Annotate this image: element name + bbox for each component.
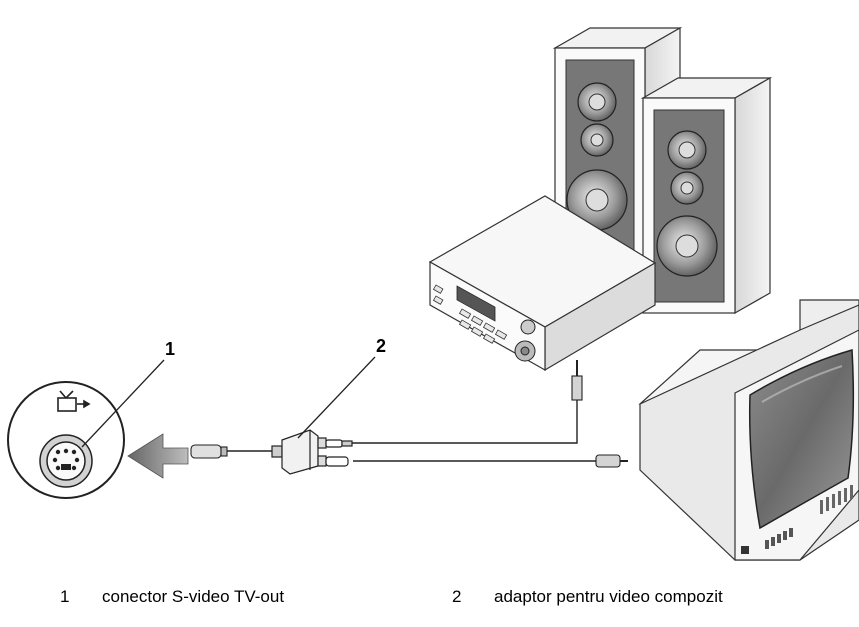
callout-2: 2	[297, 336, 386, 439]
callout-number: 1	[165, 339, 175, 359]
television-icon	[638, 299, 859, 561]
connection-diagram: 1 2	[7, 26, 859, 561]
receiver-icon	[428, 195, 657, 372]
tv-plug-icon	[595, 454, 628, 468]
speaker-icon	[640, 76, 773, 315]
legend-label: adaptor pentru video compozit	[494, 587, 723, 606]
s-video-plug-icon	[190, 444, 228, 459]
callout-1: 1	[81, 339, 175, 448]
legend-item: 2 adaptor pentru video compozit	[452, 587, 812, 611]
tv-out-icon	[57, 390, 91, 412]
audio-plug-icon	[571, 360, 583, 401]
adapter-icon	[271, 429, 353, 475]
callout-number: 2	[376, 336, 386, 356]
legend-number: 1	[60, 587, 70, 606]
s-video-connector-icon	[7, 381, 125, 499]
legend-item: 1 conector S-video TV-out	[60, 587, 360, 611]
legend-label: conector S-video TV-out	[102, 587, 285, 606]
legend-number: 2	[452, 587, 462, 606]
arrow-icon	[127, 433, 189, 479]
cables	[227, 400, 596, 462]
